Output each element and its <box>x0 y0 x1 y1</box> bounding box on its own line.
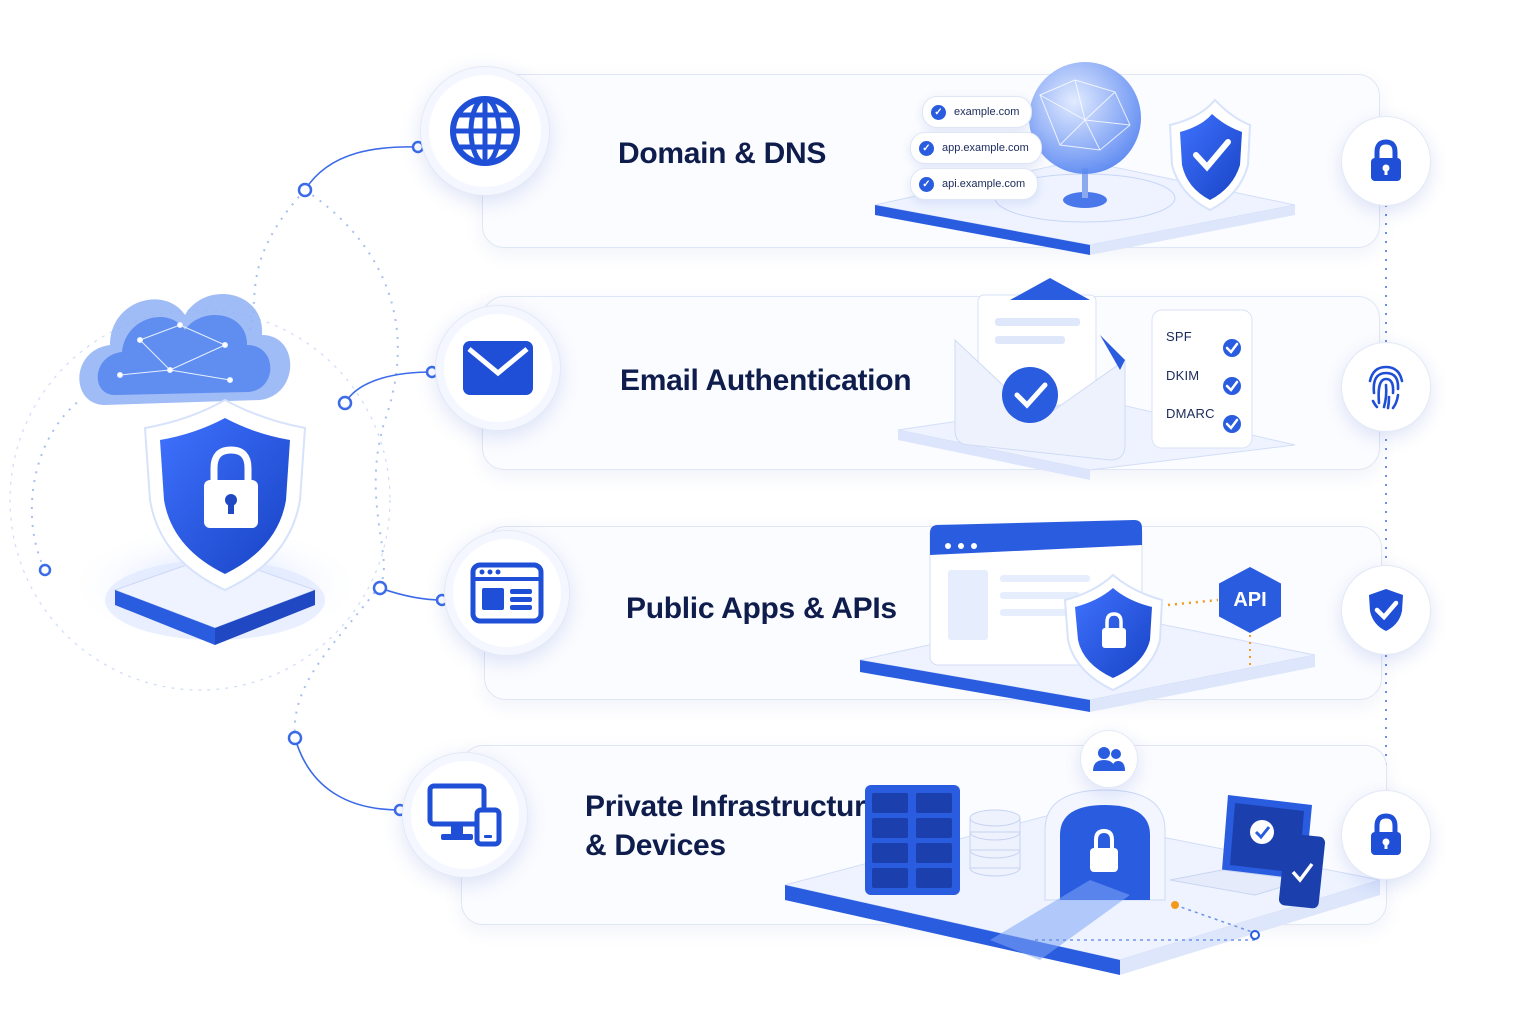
side-badge-lock <box>1341 116 1431 206</box>
globe-sphere-icon <box>1029 62 1141 174</box>
domain-label: app.example.com <box>942 142 1029 154</box>
api-badge-icon: API <box>1219 567 1281 633</box>
shield-check-icon <box>1369 589 1403 631</box>
envelope-icon <box>463 341 533 395</box>
dns-domain-pill: ✓ api.example.com <box>910 168 1039 200</box>
shield-lock-icon <box>143 398 307 592</box>
dns-domain-pill: ✓ app.example.com <box>910 132 1042 164</box>
users-badge <box>1080 730 1138 788</box>
row-title-email-auth: Email Authentication <box>620 364 912 397</box>
server-rack-icon <box>865 785 960 895</box>
shield-check-icon <box>1168 98 1252 212</box>
padlock-icon <box>1371 139 1401 181</box>
open-envelope-icon <box>954 278 1126 461</box>
row-title-public-apps: Public Apps & APIs <box>626 592 897 625</box>
padlock-icon <box>1371 813 1401 855</box>
browser-window-icon <box>470 562 544 624</box>
row-title-private-infra-1: Private Infrastructure <box>585 790 882 823</box>
database-icon <box>969 809 1021 877</box>
domain-label: api.example.com <box>942 178 1026 190</box>
fingerprint-icon <box>1368 365 1404 410</box>
row-icon-circle-infra <box>402 752 528 878</box>
check-icon: ✓ <box>919 140 934 156</box>
domain-label: example.com <box>954 106 1020 118</box>
row-icon-circle-domain <box>420 66 550 196</box>
secure-gateway-icon <box>1044 789 1166 901</box>
email-record-label: DKIM <box>1166 368 1200 383</box>
cloud-network-icon <box>79 293 291 405</box>
side-badge-fingerprint <box>1341 342 1431 432</box>
check-icon: ✓ <box>931 104 946 120</box>
shield-lock-icon <box>1063 573 1164 692</box>
users-icon <box>1093 747 1125 771</box>
side-badge-shield <box>1341 565 1431 655</box>
api-label: API <box>1233 588 1267 611</box>
email-record-label: DMARC <box>1166 406 1215 421</box>
row-icon-circle-email <box>435 305 561 431</box>
monitor-phone-icon <box>427 783 502 847</box>
dns-domain-pill: ✓ example.com <box>922 96 1033 128</box>
row-title-domain-dns: Domain & DNS <box>618 137 827 170</box>
phone-icon <box>1278 833 1326 909</box>
globe-icon <box>450 96 520 166</box>
side-badge-lock <box>1341 790 1431 880</box>
row-title-private-infra-2: & Devices <box>585 829 726 862</box>
row-icon-circle-apps <box>444 530 570 656</box>
email-record-label: SPF <box>1166 329 1192 344</box>
check-icon: ✓ <box>919 176 934 192</box>
